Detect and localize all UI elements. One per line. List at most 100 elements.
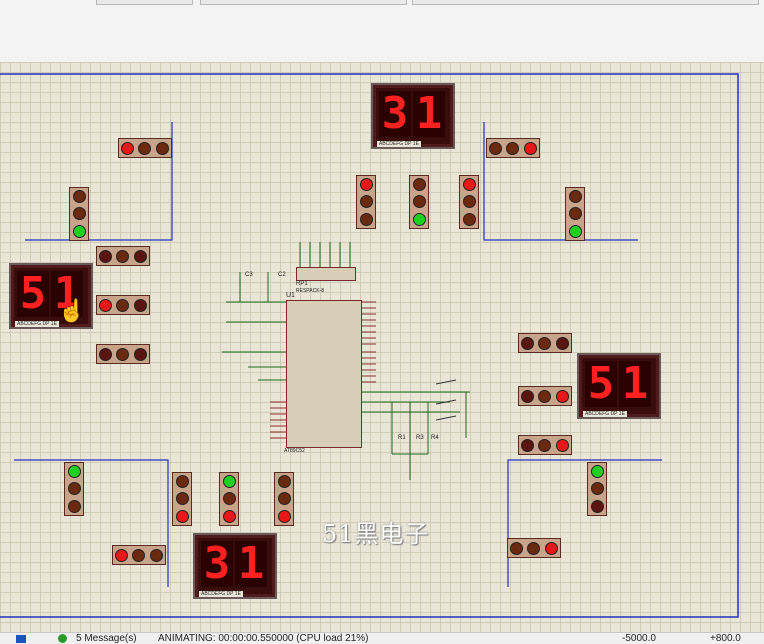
lamp-icon xyxy=(538,336,552,350)
lamp-icon xyxy=(521,336,535,350)
lamp-icon xyxy=(590,482,604,496)
lamp-icon xyxy=(359,195,373,209)
traffic-light[interactable] xyxy=(356,175,376,229)
traffic-light[interactable] xyxy=(219,472,239,526)
traffic-light[interactable] xyxy=(96,295,150,315)
lamp-icon xyxy=(590,465,604,479)
lamp-icon xyxy=(116,249,130,263)
lamp-icon xyxy=(510,541,524,555)
traffic-light[interactable] xyxy=(96,344,150,364)
lamp-icon xyxy=(222,492,236,506)
lamp-icon xyxy=(222,509,236,523)
display-pins: ABCDEFG DP 1E xyxy=(199,591,243,597)
toolbar xyxy=(0,0,764,63)
resistor-pack[interactable] xyxy=(296,267,356,281)
digit: 5 xyxy=(17,271,49,317)
toolbar-field[interactable] xyxy=(96,0,193,5)
lamp-icon xyxy=(555,438,569,452)
message-count[interactable]: 5 Message(s) xyxy=(76,633,137,644)
lamp-icon xyxy=(277,509,291,523)
lamp-icon xyxy=(412,212,426,226)
lamp-icon xyxy=(116,347,130,361)
microcontroller-ref: U1 xyxy=(286,292,295,299)
lamp-icon xyxy=(116,298,130,312)
traffic-light[interactable] xyxy=(112,545,166,565)
traffic-light[interactable] xyxy=(64,462,84,516)
traffic-light[interactable] xyxy=(96,246,150,266)
digit: 1 xyxy=(235,541,267,587)
traffic-light[interactable] xyxy=(69,187,89,241)
lamp-icon xyxy=(115,548,129,562)
lamp-icon xyxy=(133,347,147,361)
resistor-pack-label: RP1 xyxy=(296,281,308,287)
lamp-icon xyxy=(568,207,582,221)
display-pins: ABCDEFG DP 1E xyxy=(377,141,421,147)
watermark: 51黑电子 xyxy=(322,520,430,548)
toolbar-field[interactable] xyxy=(412,0,759,5)
traffic-light[interactable] xyxy=(172,472,192,526)
status-bar: 5 Message(s) ANIMATING: 00:00:00.550000 … xyxy=(0,632,764,644)
lamp-icon xyxy=(555,336,569,350)
lamp-icon xyxy=(99,298,113,312)
lamp-icon xyxy=(175,492,189,506)
capacitor-c2-label: C2 xyxy=(278,272,286,278)
lamp-icon xyxy=(462,178,476,192)
traffic-light[interactable] xyxy=(587,462,607,516)
message-info-icon xyxy=(58,634,67,643)
microcontroller-part: AT89C52 xyxy=(284,448,305,454)
south-seven-segment-display: 3 1 ABCDEFG DP 1E xyxy=(193,533,277,599)
lamp-icon xyxy=(133,298,147,312)
east-seven-segment-display: 5 1 ABCDEFG DP 1E xyxy=(577,353,661,419)
traffic-light[interactable] xyxy=(565,187,585,241)
resistor-r1-label: R1 xyxy=(398,435,406,441)
display-pins: ABCDEFG DP 1E xyxy=(583,411,627,417)
lamp-icon xyxy=(72,190,86,204)
resistor-r4-label: R4 xyxy=(431,435,439,441)
lamp-icon xyxy=(568,190,582,204)
lamp-icon xyxy=(462,195,476,209)
toolbar-field[interactable] xyxy=(200,0,407,5)
lamp-icon xyxy=(359,212,373,226)
lamp-icon xyxy=(175,475,189,489)
capacitor-c3-label: C3 xyxy=(245,272,253,278)
digit: 1 xyxy=(619,361,651,407)
west-seven-segment-display: 5 1 ABCDEFG DP 1E xyxy=(9,263,93,329)
lamp-icon xyxy=(121,141,135,155)
lamp-icon xyxy=(72,224,86,238)
traffic-light[interactable] xyxy=(459,175,479,229)
lamp-icon xyxy=(67,482,81,496)
lamp-icon xyxy=(462,212,476,226)
lamp-icon xyxy=(155,141,169,155)
lamp-icon xyxy=(506,141,520,155)
status-square-icon[interactable] xyxy=(16,635,26,643)
resistor-r3-label: R3 xyxy=(416,435,424,441)
coordinate-x: -5000.0 xyxy=(622,633,656,644)
digit: 3 xyxy=(379,91,411,137)
lamp-icon xyxy=(568,224,582,238)
lamp-icon xyxy=(72,207,86,221)
display-pins: ABCDEFG DP 1E xyxy=(15,321,59,327)
traffic-light[interactable] xyxy=(507,538,561,558)
lamp-icon xyxy=(489,141,503,155)
lamp-icon xyxy=(99,347,113,361)
hand-cursor-icon: ☝ xyxy=(58,298,86,323)
north-seven-segment-display: 3 1 ABCDEFG DP 1E xyxy=(371,83,455,149)
lamp-icon xyxy=(412,178,426,192)
traffic-light[interactable] xyxy=(518,435,572,455)
traffic-light[interactable] xyxy=(274,472,294,526)
lamp-icon xyxy=(527,541,541,555)
traffic-light[interactable] xyxy=(486,138,540,158)
traffic-light[interactable] xyxy=(118,138,172,158)
traffic-light[interactable] xyxy=(409,175,429,229)
lamp-icon xyxy=(538,389,552,403)
digit: 5 xyxy=(585,361,617,407)
traffic-light[interactable] xyxy=(518,386,572,406)
digit: 3 xyxy=(201,541,233,587)
lamp-icon xyxy=(132,548,146,562)
traffic-light[interactable] xyxy=(518,333,572,353)
lamp-icon xyxy=(555,389,569,403)
microcontroller-chip[interactable] xyxy=(286,300,362,448)
lamp-icon xyxy=(222,475,236,489)
lamp-icon xyxy=(521,438,535,452)
lamp-icon xyxy=(138,141,152,155)
